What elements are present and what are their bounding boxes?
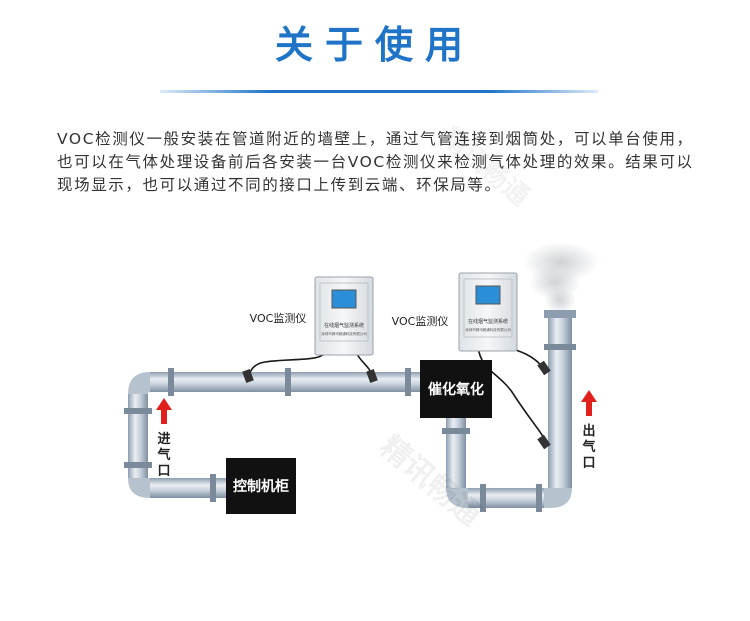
inlet-arrow: [156, 398, 172, 424]
catalyst-box-label: 催化氧化: [428, 381, 484, 398]
sampling-tubes: [247, 345, 546, 441]
monitor-sub-text-right: 深圳市精讯畅通科技有限公司: [465, 327, 511, 332]
smoke-plume: [523, 242, 599, 314]
probe-fittings: [242, 360, 551, 450]
voc-monitor-left: 在线烟气监测系统 深圳市精讯畅通科技有限公司: [314, 276, 374, 356]
outlet-arrow: [581, 390, 597, 416]
monitor-label-right: VOC监测仪: [392, 315, 449, 328]
voc-monitor-right: 在线烟气监测系统 深圳市精讯畅通科技有限公司: [458, 272, 518, 352]
watermark-bottom: 精讯畅通: [373, 429, 487, 533]
watermark-top: 精讯畅通: [436, 122, 535, 212]
page-title: 关于使用: [274, 23, 475, 67]
control-cabinet-box: [226, 458, 296, 514]
inlet-char-1: 进: [157, 432, 170, 447]
outlet-char-2: 气: [582, 439, 595, 455]
inlet-char-2: 气: [157, 447, 170, 463]
monitor-label-left: VOC监测仪: [250, 312, 307, 325]
outlet-char-1: 出: [582, 423, 595, 439]
monitor-panel-text-right: 在线烟气监测系统: [468, 318, 508, 325]
description-text: VOC检测仪一般安装在管道附近的墙壁上，通过气管连接到烟筒处，可以单台使用，也可…: [57, 130, 694, 194]
control-cabinet-label: 控制机柜: [233, 478, 289, 495]
catalyst-box: [420, 360, 492, 418]
inlet-char-3: 口: [157, 464, 170, 479]
outlet-char-3: 口: [582, 456, 595, 471]
monitor-panel-text-left: 在线烟气监测系统: [324, 322, 364, 329]
title-divider: [160, 90, 598, 93]
pipe-network: [124, 310, 576, 512]
monitor-sub-text-left: 深圳市精讯畅通科技有限公司: [321, 331, 367, 336]
